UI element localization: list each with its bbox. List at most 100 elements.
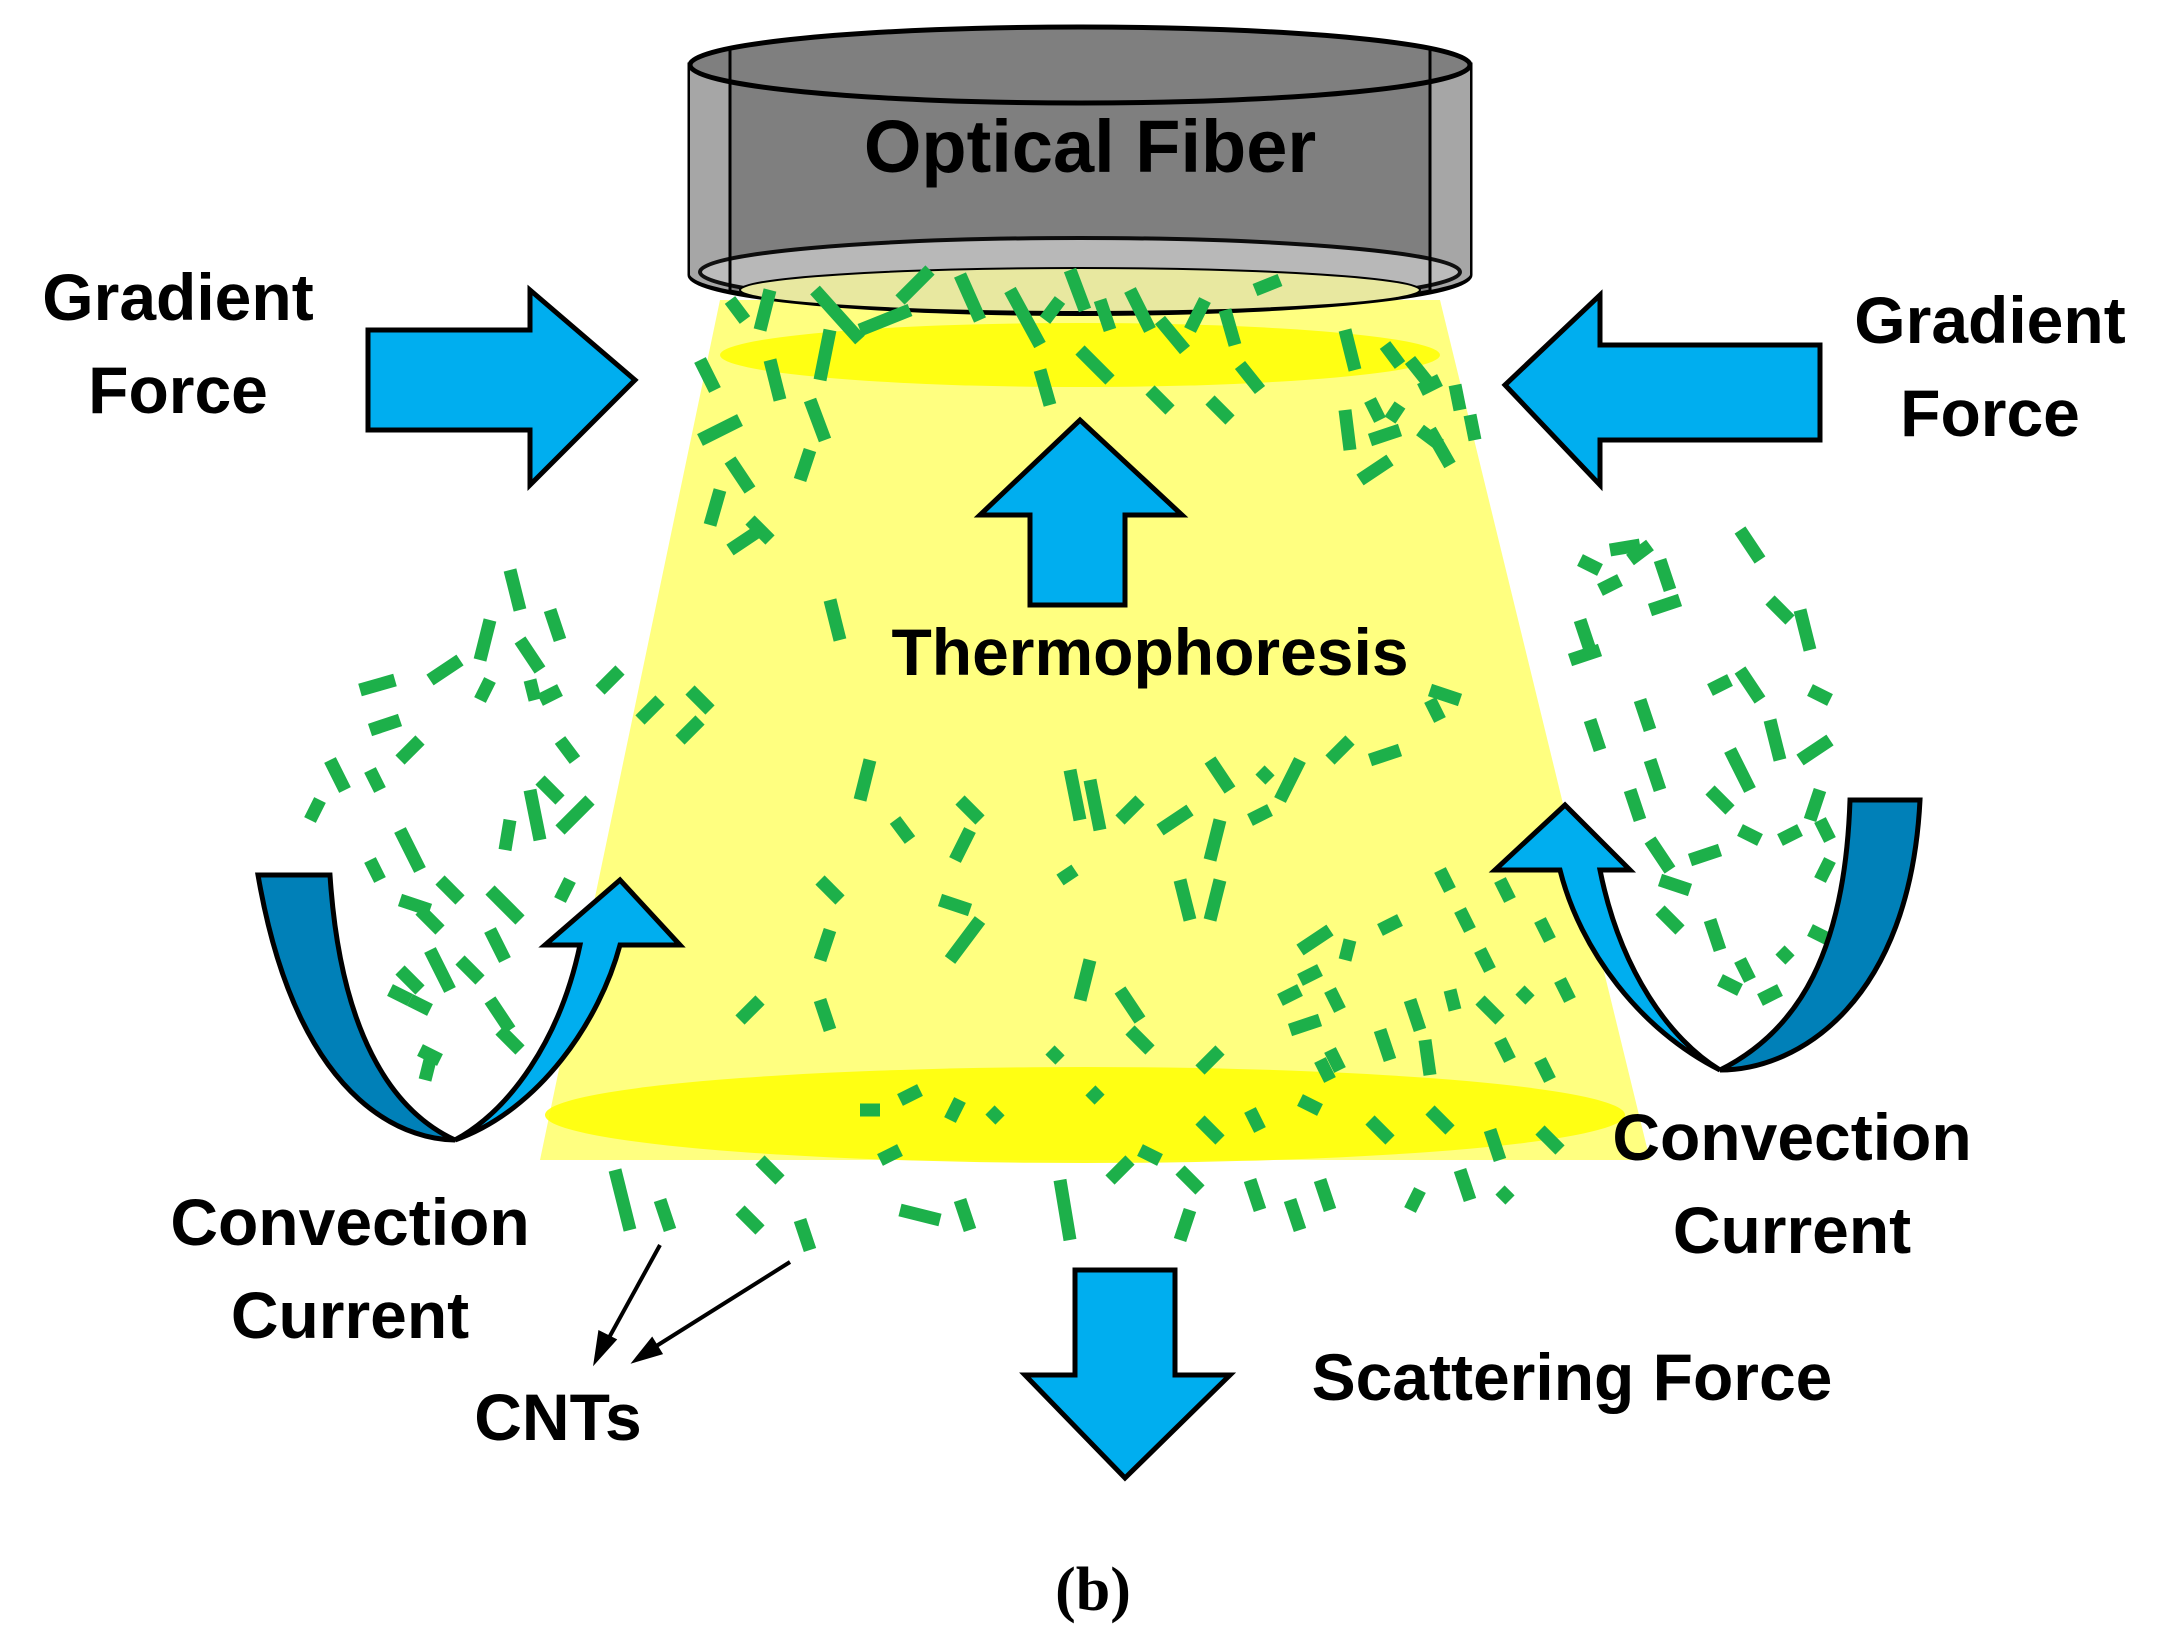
cnt-rod [304,797,326,823]
cnt-rod [1655,905,1685,935]
cnt-rod [1145,385,1175,415]
cnt-rod [417,1044,443,1066]
cnt-rod [953,1197,977,1233]
cnt-rod [1567,643,1603,667]
cnt-rod [1063,768,1087,822]
cnt-rod [474,677,496,703]
cnt-rod [523,678,542,702]
cnt-rod [1255,765,1275,785]
cnt-rod [484,996,516,1034]
cnt-rod [1494,877,1516,903]
cnt-rod [889,816,916,844]
cnt-rod [426,654,464,686]
cnt-rod [1338,409,1357,451]
cnt-rod [1737,824,1763,846]
cnt-rod [793,447,817,483]
cnt-rod [1644,836,1676,874]
cnt-rod [1252,273,1283,297]
cnt-rod [726,524,764,556]
cnt-rod [1765,595,1795,625]
cnt-rod [1093,297,1117,333]
cnt-rod [364,857,386,883]
cnt-rod [697,414,743,446]
cnt-rod [535,775,565,805]
cnt-rod [1053,1178,1077,1242]
cnt-rod [1277,984,1303,1006]
cnt-rod [324,757,351,793]
cnt-rod [895,265,935,305]
cnt-rod [1325,735,1355,765]
cnt-rod [1777,824,1803,846]
cnt-rod [555,795,595,835]
cnt-rod [1124,287,1156,333]
convection-right-arrow [1488,797,1923,1073]
cnt-rod [1495,1185,1515,1205]
cnt-rod [898,1203,942,1227]
optical-fiber-label: Optical Fiber [864,105,1316,188]
cnt-rod [1734,666,1766,704]
cnt-rod [815,875,845,905]
cnt-rod [1247,804,1273,826]
cnt-rod [793,1217,817,1253]
cnt-rod [503,568,527,612]
cnt-rod [694,357,721,393]
cnt-rod [1793,608,1817,652]
cnt-particles [304,265,1836,1253]
convection-left-label-line1: Convection [170,1185,529,1259]
cnt-rod [813,927,837,963]
cnt-rod [685,685,715,715]
cnt-rod [1534,917,1556,943]
cnt-rod [810,285,865,345]
cnt-rod [1448,383,1467,412]
cnt-rod [1807,684,1833,706]
convection-right-label-line1: Convection [1612,1100,1971,1174]
cnt-rod [424,947,456,993]
cnt-rod [803,397,832,443]
cnt-rod [495,1025,525,1055]
gradient-force-right-label-line1: Gradient [1854,283,2125,357]
cnt-rod [1218,308,1242,347]
cnt-rod [395,735,425,765]
cnt-rod [1184,297,1211,333]
cnt-rod [877,1144,903,1166]
cnt-rod [1039,296,1066,324]
cnt-rod [1063,267,1092,313]
cnt-rod [543,607,567,643]
cnt-rod [1085,1085,1105,1105]
cnt-rod [1314,1057,1336,1083]
cnt-rod [1338,938,1357,962]
cnt-rod [1364,397,1386,423]
cnt-rod [1597,574,1623,596]
cnt-rod [1033,368,1057,407]
cnt-rod [1434,867,1456,893]
cnt-rod [1204,756,1236,794]
cnt-rod [724,296,751,324]
cnt-rod [1115,795,1145,825]
cnt-rod [944,916,986,964]
cnt-rod [418,1058,437,1082]
cnt-rod [1195,1115,1225,1145]
cnt-rod [763,358,787,402]
cnt-rod [498,818,517,852]
scattering-force-label: Scattering Force [1312,1340,1833,1414]
cnt-rod [1475,995,1505,1025]
convection-left-label-line2: Current [231,1278,469,1352]
cnt-rod [1535,1125,1565,1155]
cnt-rod [407,994,433,1016]
cnt-rod [1775,945,1795,965]
cnt-rod [1608,538,1642,557]
optical-fiber: Optical Fiber [687,24,1473,316]
cnt-rod [1463,413,1482,442]
cnt-rod [1367,743,1403,767]
cnt-rod [1156,804,1194,836]
cnt-rod [1114,986,1146,1024]
cnt-rod [1583,717,1607,753]
cnt-rod [1474,947,1496,973]
cnts-label: CNTs [474,1380,641,1454]
cnt-rod [1404,1187,1426,1213]
cnt-rod [1763,718,1787,762]
cnt-rod [537,684,563,706]
cnt-rod [1554,977,1576,1003]
cnt-rod [1045,1045,1065,1065]
cnt-rod [395,965,425,995]
